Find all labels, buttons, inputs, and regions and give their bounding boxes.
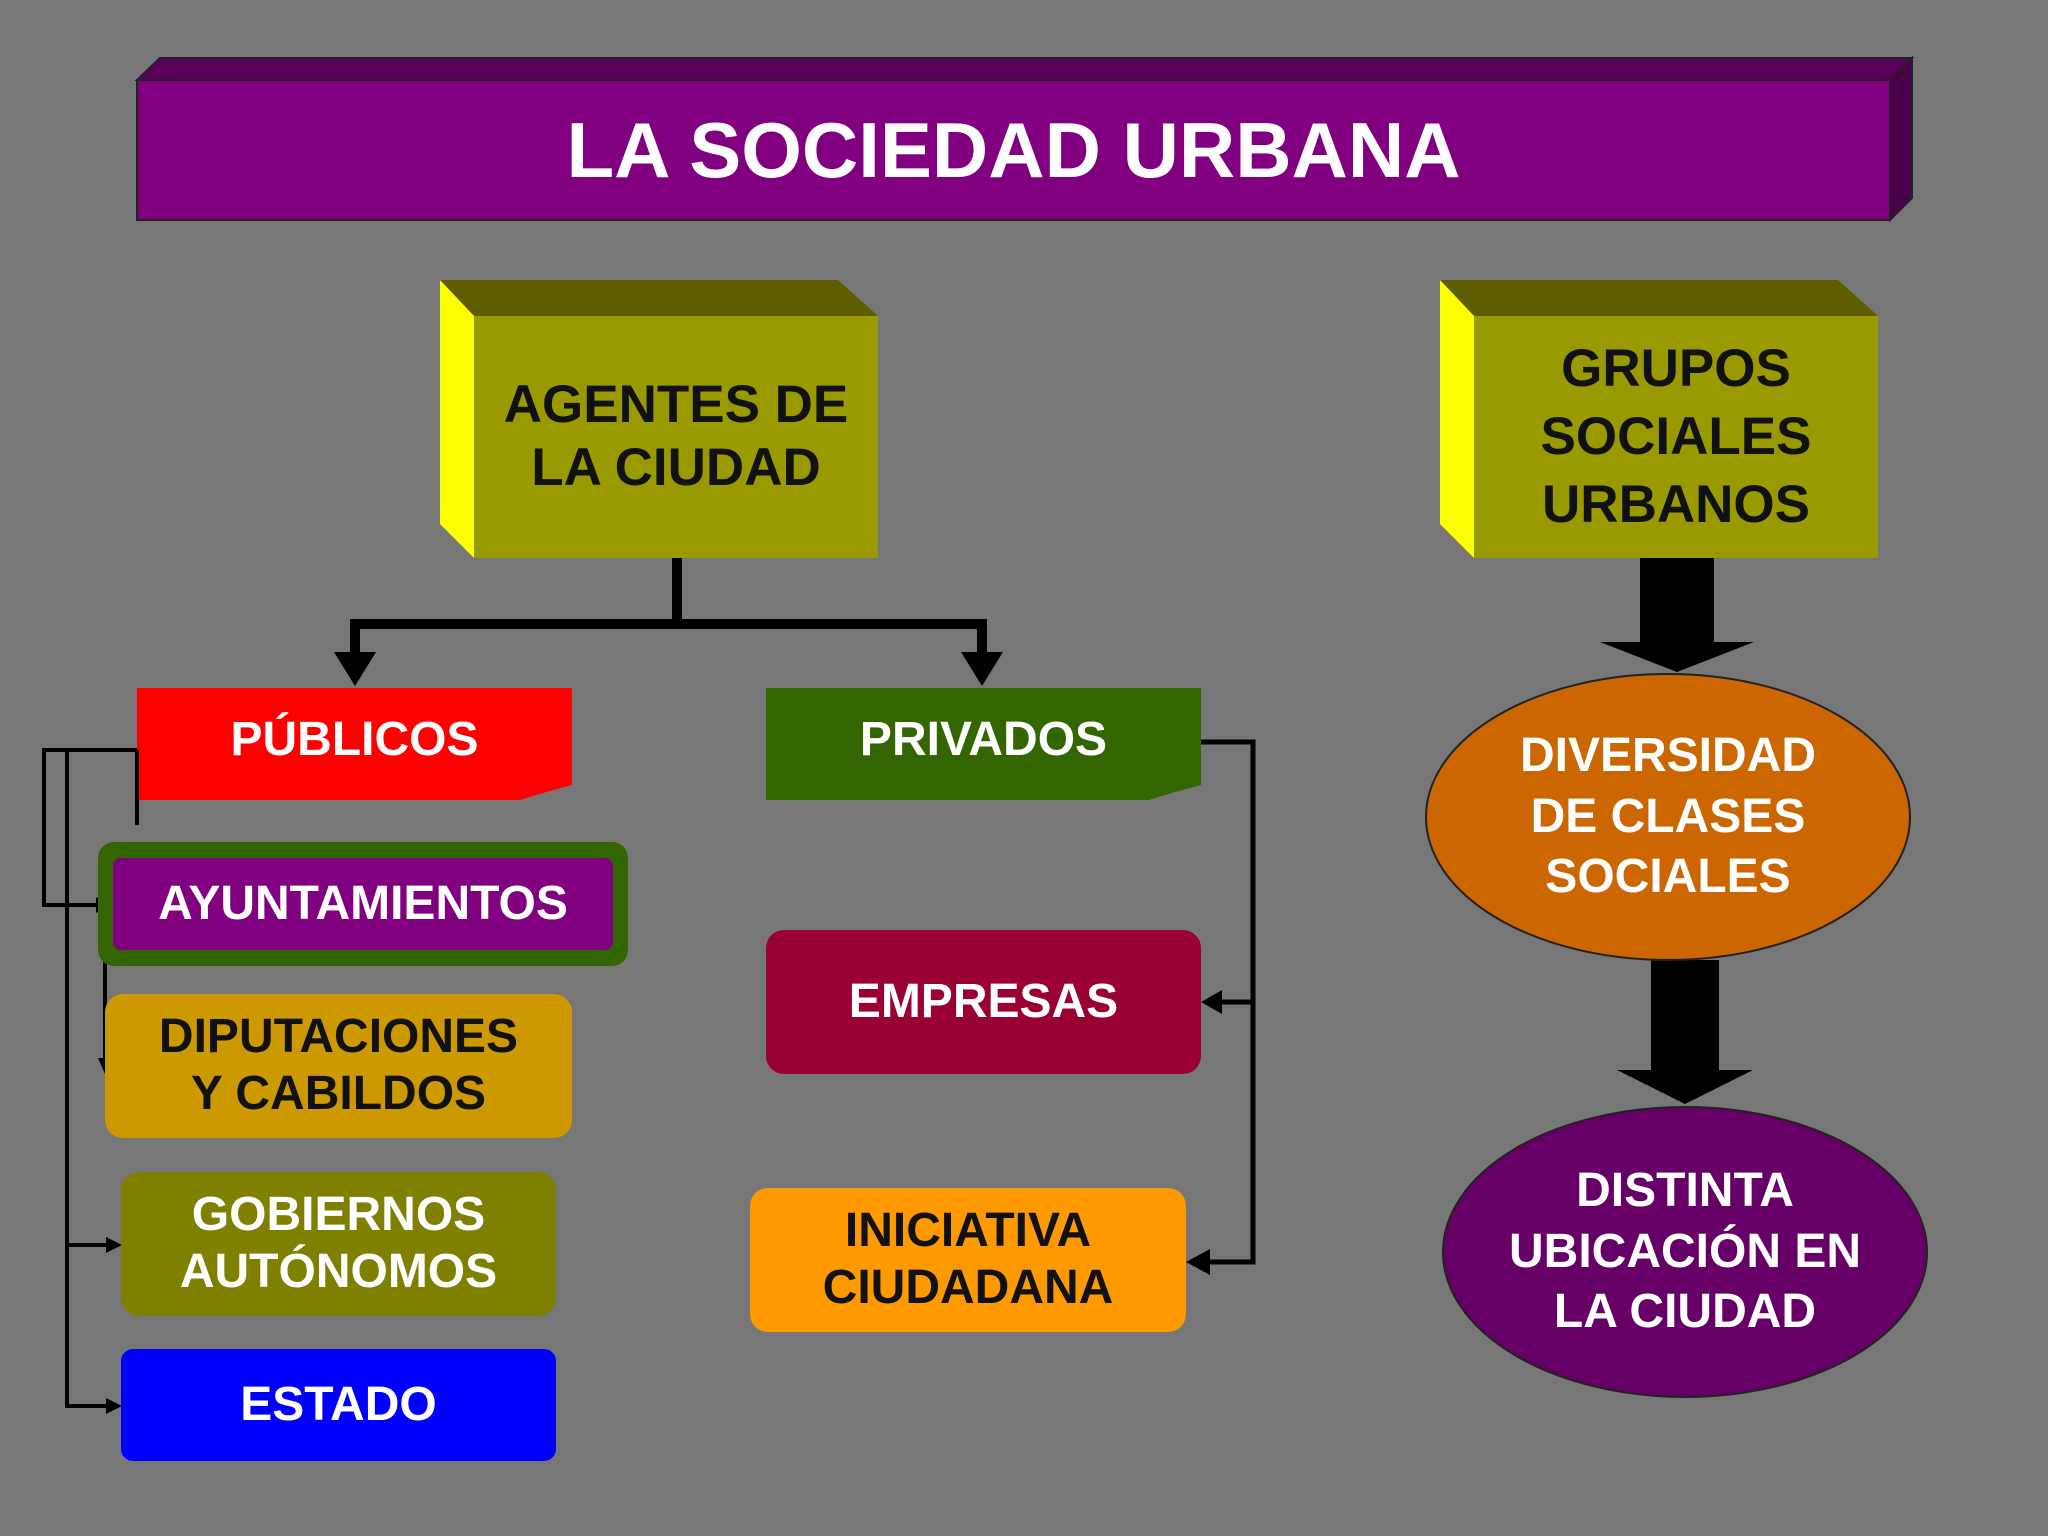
ayuntamientos-label: AYUNTAMIENTOS: [158, 876, 568, 930]
agentes-connector: [350, 558, 987, 654]
diversidad-label: DIVERSIDAD DE CLASES SOCIALES: [1519, 728, 1817, 904]
arrow-to-publicos: [334, 652, 376, 686]
diversidad-ellipse: [1425, 673, 1911, 961]
gobiernos-label: GOBIERNOS AUTÓNOMOS: [179, 1188, 498, 1298]
ubicacion-label: DISTINTA UBICACIÓN EN LA CIUDAD: [1508, 1163, 1861, 1339]
diputaciones-box: [105, 994, 572, 1138]
ubicacion-ellipse: [1442, 1106, 1928, 1398]
iniciativa-box: [750, 1188, 1186, 1332]
arrow-to-empresas: [1201, 990, 1222, 1014]
arrow-to-privados: [961, 652, 1003, 686]
arrow-to-estado: [106, 1398, 122, 1414]
empresas-box: [766, 930, 1201, 1074]
estado-label: ESTADO: [240, 1377, 437, 1431]
gobiernos-box: [121, 1172, 556, 1316]
diputaciones-label: DIPUTACIONES Y CABILDOS: [158, 1010, 519, 1120]
grupos-arrows: [1600, 558, 1754, 1104]
iniciativa-label: INICIATIVA CIUDADANA: [822, 1204, 1114, 1314]
publicos-box: [137, 688, 572, 800]
arrow-to-gobiernos: [106, 1237, 122, 1253]
grupos-header: GRUPOS SOCIALES URBANOS: [1540, 339, 1812, 534]
publicos-label: PÚBLICOS: [230, 712, 479, 766]
empresas-label: EMPRESAS: [848, 974, 1119, 1028]
agentes-header: AGENTES DE LA CIUDAD: [503, 375, 849, 497]
estado-box: [121, 1349, 556, 1461]
title-box: [134, 55, 1915, 223]
privados-box: [766, 688, 1201, 800]
grupos-header-box: [1440, 280, 1878, 558]
arrow-to-iniciativa: [1186, 1249, 1210, 1275]
agentes-header-box: [440, 280, 878, 558]
ayuntamientos-box: [113, 858, 613, 950]
privados-label: PRIVADOS: [859, 712, 1108, 766]
page-title: LA SOCIEDAD URBANA: [566, 105, 1461, 194]
